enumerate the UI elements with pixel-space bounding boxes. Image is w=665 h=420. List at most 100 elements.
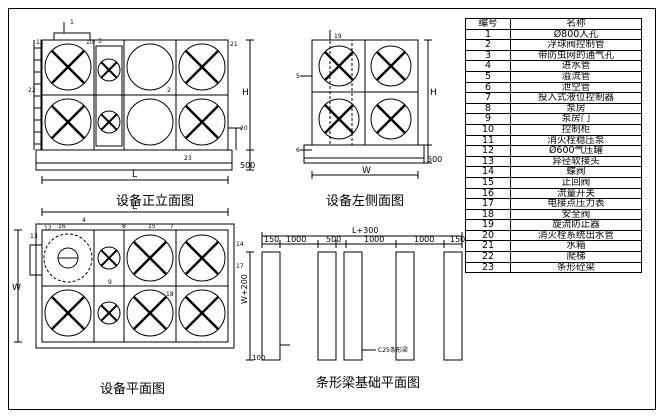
callout-15: 15 [148, 223, 156, 230]
legend-item-name: 条形砼梁 [510, 261, 642, 274]
callout-17: 17 [236, 263, 244, 270]
legend-item-name: Ø600气压罐 [510, 145, 642, 157]
legend-item-number: 3 [465, 49, 511, 62]
legend-item-name: 止回阀 [510, 176, 642, 189]
legend-item-number: 19 [465, 219, 511, 231]
callout-4: 4 [82, 217, 86, 224]
dim-length-front: L [132, 170, 137, 180]
callout-2: 2 [167, 87, 171, 94]
legend-item-name: 蝶阀 [510, 166, 642, 178]
dim-overhang-left: 150 [264, 235, 279, 244]
legend-item-number: 6 [465, 81, 511, 94]
dim-spacing-2: 1000 [364, 235, 384, 244]
caption-plan-view: 设备平面图 [100, 382, 166, 397]
legend-item-name: 进水管 [510, 60, 642, 72]
legend-item-number: 1 [465, 28, 511, 41]
legend-item-number: 14 [465, 166, 511, 178]
callout-16: 16 [58, 223, 66, 230]
legend-item-name: 投入式液位控制器 [510, 92, 642, 104]
legend-item-name: 安全阀 [510, 208, 642, 221]
legend-item-number: 13 [465, 155, 511, 168]
drawing-frame [8, 8, 656, 410]
legend-item-number: 16 [465, 187, 511, 200]
callout-11: 11 [36, 39, 44, 46]
legend-item-number: 2 [465, 39, 511, 51]
callout-19: 19 [334, 33, 342, 40]
legend-item-name: 消火栓稳压泵 [510, 134, 642, 147]
callout-10: 10 [86, 39, 94, 46]
dim-width-plan: W [12, 283, 21, 293]
legend-item-name: 消火栓系统出水管 [510, 229, 642, 242]
callout-6: 6 [296, 147, 300, 154]
legend-item-number: 23 [465, 261, 511, 274]
legend-item-number: 12 [465, 145, 511, 157]
legend-item-number: 8 [465, 102, 511, 115]
legend-item-number: 20 [465, 229, 511, 242]
callout-12: 12 [44, 225, 52, 232]
caption-front-view: 设备正立面图 [116, 194, 195, 209]
legend-item-name: 异径软接头 [510, 155, 642, 168]
legend-item-name: 旋流防止器 [510, 219, 642, 231]
legend-header-no: 编号 [465, 18, 511, 30]
dim-height-left: H [430, 88, 437, 98]
legend-item-name: 溢流管 [510, 70, 642, 83]
dim-spacing-1: 1000 [286, 235, 306, 244]
legend-item-number: 18 [465, 208, 511, 221]
callout-1: 1 [70, 19, 74, 26]
callout-18: 18 [166, 291, 174, 298]
dim-base-left: 500 [427, 155, 442, 164]
caption-left-view: 设备左侧面图 [326, 194, 405, 209]
legend-item-name: 水箱 [510, 240, 642, 253]
legend-item-name: 泵房门 [510, 113, 642, 125]
dim-small-height: 100 [252, 354, 265, 362]
legend-item-number: 21 [465, 240, 511, 253]
legend-item-number: 15 [465, 176, 511, 189]
dim-length-plan: L [132, 202, 137, 212]
dim-width-left: W [362, 166, 371, 176]
left-elevation [300, 30, 432, 179]
callout-23: 23 [184, 155, 192, 162]
legend-item-name: 电接点压力表 [510, 198, 642, 210]
legend-item-name: Ø800人孔 [510, 28, 642, 41]
dim-height-front: H [242, 88, 249, 98]
dim-spacing-3: 1000 [414, 235, 434, 244]
callout-3: 3 [98, 38, 102, 45]
caption-foundation-plan: 条形梁基础平面图 [316, 376, 421, 391]
legend-item-number: 9 [465, 113, 511, 125]
dim-beam-width: 500 [326, 235, 341, 244]
legend-item-number: 5 [465, 70, 511, 83]
foundation-note: C25条形梁 [378, 346, 408, 354]
callout-13: 13 [30, 233, 38, 240]
legend-item-number: 4 [465, 60, 511, 72]
legend-item-name: 浮球阀控制管 [510, 39, 642, 51]
callout-20: 20 [240, 125, 248, 132]
dim-overhang-right: 150 [450, 235, 465, 244]
callout-21: 21 [230, 41, 238, 48]
legend-item-name: 爬梯 [510, 251, 642, 263]
legend-item-number: 11 [465, 134, 511, 147]
callout-8: 8 [122, 223, 126, 230]
legend-item-name: 控制柜 [510, 123, 642, 136]
front-panels [44, 43, 226, 146]
